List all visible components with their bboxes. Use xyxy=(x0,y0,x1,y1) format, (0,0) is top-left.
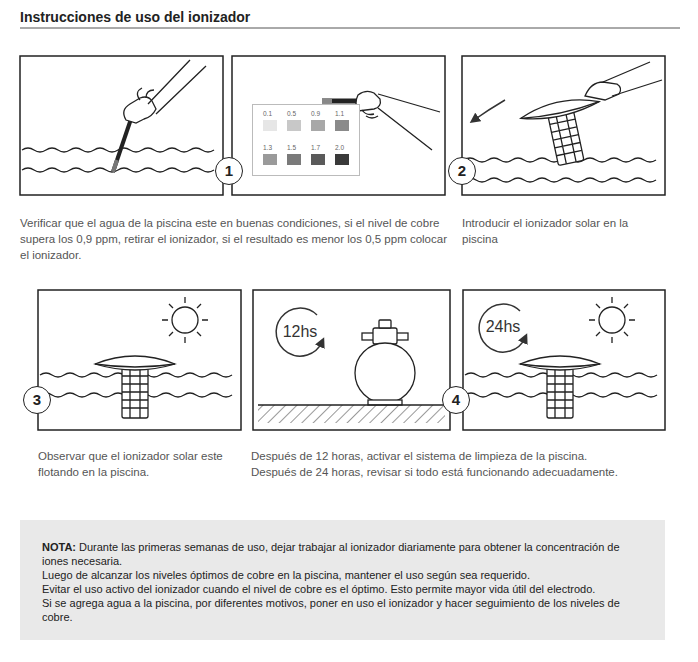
ionizer xyxy=(95,356,175,418)
panel-frame xyxy=(20,56,223,195)
motion-arrow xyxy=(474,100,505,120)
color-chart: 0.1 0.5 0.9 1.1 1.3 1.5 1.7 2.0 xyxy=(252,104,360,176)
note-text: Si se agrega agua a la piscina, por dife… xyxy=(42,596,643,624)
hand xyxy=(603,62,662,96)
panel-frame xyxy=(20,56,665,430)
ground-line xyxy=(258,404,445,405)
hand-with-strip xyxy=(113,60,206,172)
chart-value: 1.7 xyxy=(311,144,320,152)
filter-tank xyxy=(373,328,397,344)
filter-tank xyxy=(379,320,391,328)
step-caption: Observar que el ionizador solar este flo… xyxy=(38,448,243,480)
sun-icon xyxy=(589,297,635,343)
step-number: 1 xyxy=(215,157,243,185)
step-number-text: 3 xyxy=(33,391,41,408)
chart-value: 1.1 xyxy=(335,110,344,118)
hand-with-strip xyxy=(148,60,206,114)
color-swatch xyxy=(311,154,325,165)
step-number: 4 xyxy=(442,386,470,414)
step-caption: Después de 24 horas, revisar si todo est… xyxy=(251,464,691,480)
note-text: Luego de alcanzar los niveles óptimos de… xyxy=(42,568,643,582)
color-swatch xyxy=(287,120,301,131)
ground-hatch xyxy=(258,405,445,423)
filter-tank xyxy=(355,320,415,405)
chart-value: 0.1 xyxy=(263,110,272,118)
chart-value: 0.5 xyxy=(287,110,296,118)
hand-with-strip xyxy=(113,116,132,172)
panel-frame xyxy=(463,290,665,430)
step-caption: Después de 12 horas, activar el sistema … xyxy=(251,448,691,464)
note-text: Durante las primeras semanas de uso, dej… xyxy=(42,541,620,567)
filter-tank xyxy=(368,400,402,405)
color-swatch xyxy=(335,154,349,165)
note-text: Evitar el uso activo del ionizador cuand… xyxy=(42,582,643,596)
color-swatch xyxy=(263,154,277,165)
color-swatch xyxy=(287,154,301,165)
step-number: 3 xyxy=(23,386,51,414)
filter-tank xyxy=(362,333,374,340)
panel-frame xyxy=(462,56,665,195)
hand-with-strip xyxy=(362,110,378,118)
step-number: 2 xyxy=(448,157,476,185)
page-title: Instrucciones de uso del ionizador xyxy=(20,9,250,25)
filter-tank xyxy=(396,333,408,340)
ionizer xyxy=(520,356,600,418)
panel-frame xyxy=(38,290,241,430)
hand xyxy=(585,82,621,100)
sun-icon xyxy=(162,297,208,343)
note-heading: NOTA: xyxy=(42,541,76,553)
panel-frame xyxy=(253,290,450,430)
ionizer xyxy=(519,94,610,171)
chart-value: 2.0 xyxy=(335,144,344,152)
step-number-text: 1 xyxy=(225,162,233,179)
note-box: NOTA:Durante las primeras semanas de uso… xyxy=(20,520,665,640)
color-swatch xyxy=(311,120,325,131)
step-caption: Introducir el ionizador solar en la pisc… xyxy=(462,215,667,247)
color-swatch xyxy=(335,120,349,131)
time-label: 24hs xyxy=(475,317,531,337)
filter-tank xyxy=(355,343,415,403)
step-number-text: 4 xyxy=(452,391,460,408)
hand-with-strip xyxy=(137,88,154,100)
hand xyxy=(585,62,662,100)
water-wave xyxy=(22,168,214,172)
note-paragraph: NOTA:Durante las primeras semanas de uso… xyxy=(42,540,643,568)
panel-frame xyxy=(232,56,445,195)
time-label: 12hs xyxy=(272,322,328,342)
water-wave xyxy=(464,178,656,182)
step-caption: Verificar que el agua de la piscina este… xyxy=(20,215,452,263)
chart-value: 0.9 xyxy=(311,110,320,118)
title-rule xyxy=(20,28,680,29)
step-number-text: 2 xyxy=(458,162,466,179)
color-swatch xyxy=(263,120,277,131)
hand-with-strip xyxy=(322,99,332,104)
hand-with-strip xyxy=(113,160,117,172)
chart-value: 1.3 xyxy=(263,144,272,152)
hand-with-strip xyxy=(378,94,440,150)
chart-value: 1.5 xyxy=(287,144,296,152)
